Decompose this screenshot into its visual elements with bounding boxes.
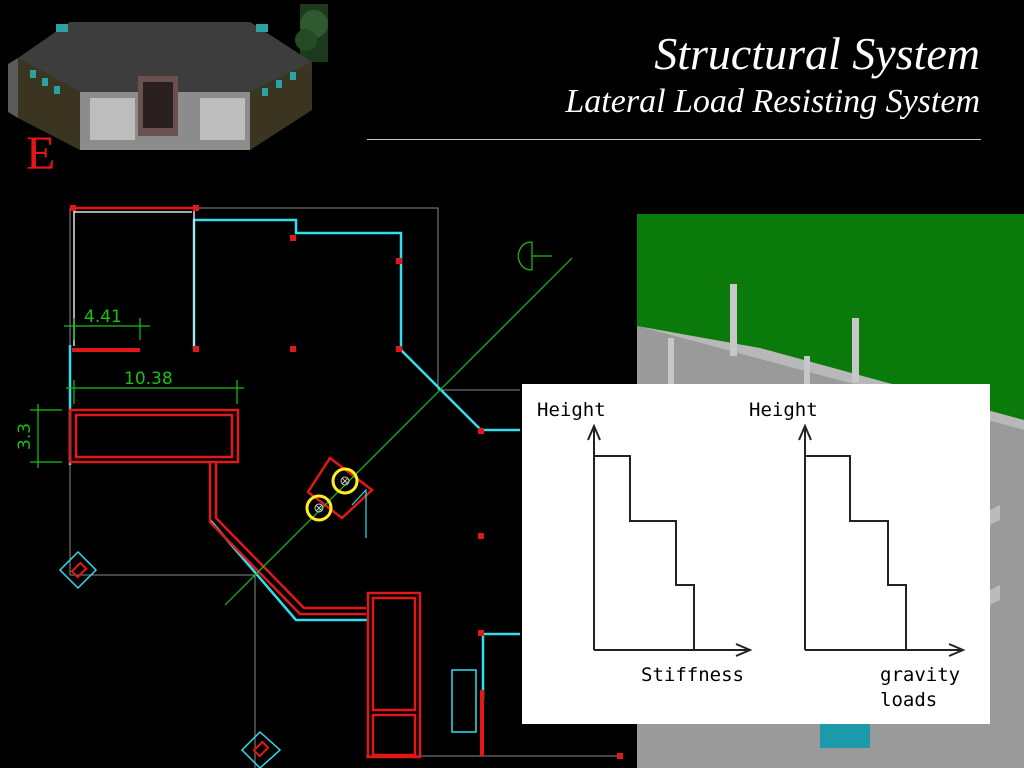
column-marker-symbols <box>314 476 350 513</box>
graph-gravity-x-label-line2: loads <box>880 689 937 711</box>
graph-stiffness-x-label: Stiffness <box>641 664 744 686</box>
graph-gravity-y-label: Height <box>749 399 818 421</box>
shear-walls <box>68 206 484 759</box>
dimension-lines <box>30 318 244 468</box>
building-thumbnail <box>8 4 328 150</box>
column-points <box>70 205 623 759</box>
cyan-walls <box>68 218 520 733</box>
dimension-label-height: 3.3 <box>15 423 35 450</box>
slide-title-block: Structural System Lateral Load Resisting… <box>565 26 980 122</box>
dimension-label-width-top: 4.41 <box>84 307 122 327</box>
dimension-label-width-main: 10.38 <box>124 369 173 389</box>
slide-title: Structural System <box>654 28 980 79</box>
graph-gravity <box>798 423 966 657</box>
graph-gravity-x-label-line1: gravity <box>880 664 960 686</box>
section-letter: E <box>26 127 56 180</box>
axis-line <box>224 241 573 606</box>
graph-stiffness <box>587 423 753 657</box>
column-markers <box>305 467 359 522</box>
graph-stiffness-y-label: Height <box>537 399 606 421</box>
footing-symbols <box>58 488 367 768</box>
slide-subtitle: Lateral Load Resisting System <box>565 83 980 120</box>
title-divider <box>367 139 981 140</box>
graph-panel: Height Stiffness Height gravity loads <box>522 384 990 724</box>
